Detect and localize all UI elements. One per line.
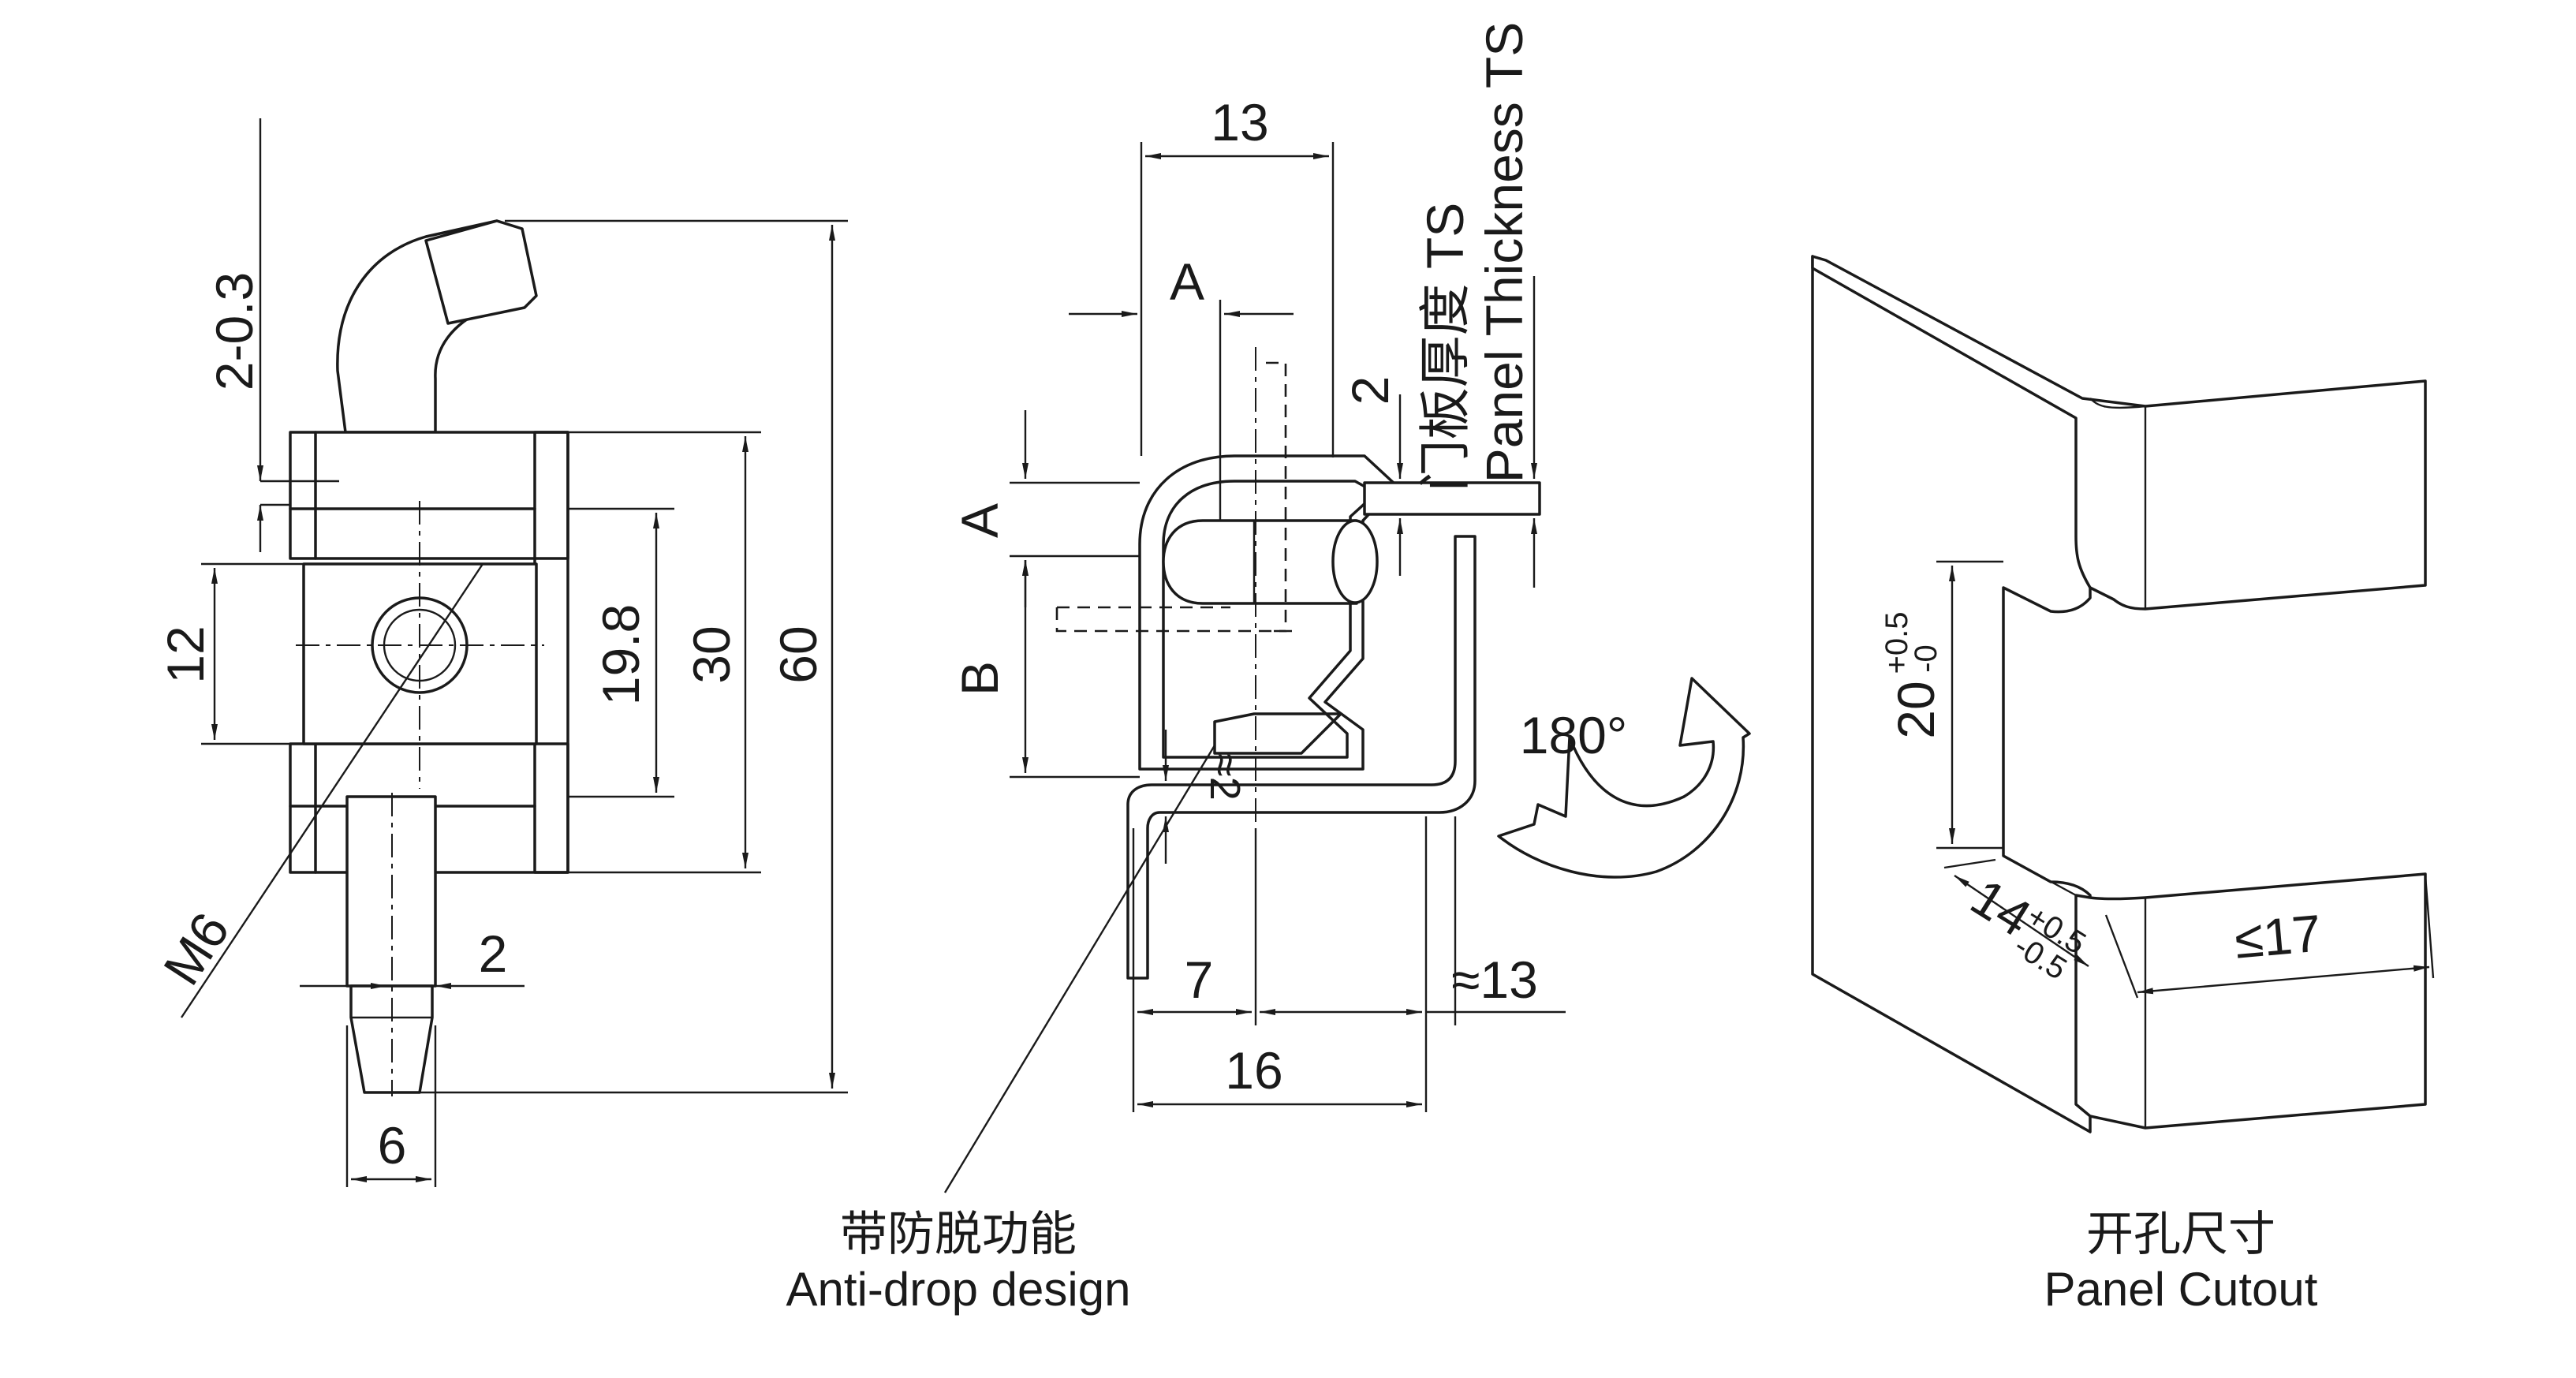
dim-tongue-thickness: 2-0.3 — [205, 272, 263, 390]
dim-17-line — [2137, 965, 2430, 995]
dim-height-tol-upper: +0.5 — [1880, 612, 1914, 674]
panel-thickness-cn: 门板厚度 TS — [1416, 203, 1474, 492]
side-panel-plate — [1363, 481, 1541, 516]
side-pin — [1162, 519, 1358, 605]
front-frame-top — [289, 431, 569, 560]
cutout-top-flange — [1811, 255, 2427, 611]
dim-thread: M6 — [152, 902, 241, 995]
side-hidden-1 — [1266, 361, 1287, 633]
panel-thickness-en: Panel Thickness TS — [1475, 22, 1533, 484]
cutout-view: 20 +0.5 -0 14 +0.5 -0.5 ≤17 开孔尺寸 Panel C… — [1811, 255, 2435, 1316]
anti-drop-leader — [943, 745, 1216, 1193]
dim-top-width: 13 — [1211, 93, 1268, 151]
thread-leader — [181, 563, 483, 1018]
dim-block-height: 12 — [156, 626, 215, 683]
side-pin-end — [1331, 519, 1379, 604]
dim-14-line — [1954, 875, 2089, 967]
caption-anti-drop-en: Anti-drop design — [786, 1263, 1131, 1316]
dim-height-tol-lower: -0 — [1909, 644, 1943, 673]
side-wedge — [1213, 712, 1342, 755]
dim-frame-height: 30 — [682, 626, 741, 683]
dim-height-main: 20 — [1887, 681, 1945, 738]
side-hidden-2 — [1055, 607, 1294, 633]
dim-bottom-approx-13: ≈13 — [1451, 950, 1538, 1009]
dim-bottom-7: 7 — [1185, 950, 1214, 1009]
tongue-tip — [424, 219, 538, 325]
rotation-label: 180° — [1520, 706, 1628, 764]
dim-a-vertical: A — [950, 503, 1009, 538]
dim-gap: 2 — [1341, 376, 1399, 405]
dim-a-horizontal: A — [1170, 252, 1204, 311]
dim-mid: 19.8 — [592, 604, 650, 705]
side-view: 13 A A B 2 门板厚度 TS Panel Thickness TS ≈2 — [786, 22, 1751, 1316]
dim-approx-gap: ≈2 — [1201, 753, 1249, 801]
dim-pin-diameter: 6 — [378, 1116, 407, 1174]
rotation-arrow-icon — [1497, 677, 1751, 879]
caption-cutout-en: Panel Cutout — [2044, 1263, 2318, 1316]
side-bottom-hook — [1126, 535, 1477, 980]
cutout-top-flange-edge — [2089, 398, 2146, 409]
dim-width: ≤17 — [2232, 903, 2324, 969]
side-body-inner — [1162, 480, 1378, 759]
side-body-outer — [1138, 454, 1398, 771]
caption-cutout-cn: 开孔尺寸 — [2086, 1208, 2275, 1260]
dim-17-ext-left — [2104, 914, 2139, 999]
dim-17-ext-right — [2424, 875, 2435, 979]
dim-14-ext — [1943, 858, 1996, 869]
front-view: 2-0.3 12 19.8 30 60 M6 2 6 — [152, 118, 848, 1187]
dim-pin-step: 2 — [479, 924, 508, 983]
dim-bottom-16: 16 — [1225, 1041, 1282, 1100]
dim-overall-height: 60 — [769, 626, 827, 683]
caption-anti-drop-cn: 带防脱功能 — [840, 1208, 1077, 1260]
dim-b-vertical: B — [950, 661, 1009, 696]
